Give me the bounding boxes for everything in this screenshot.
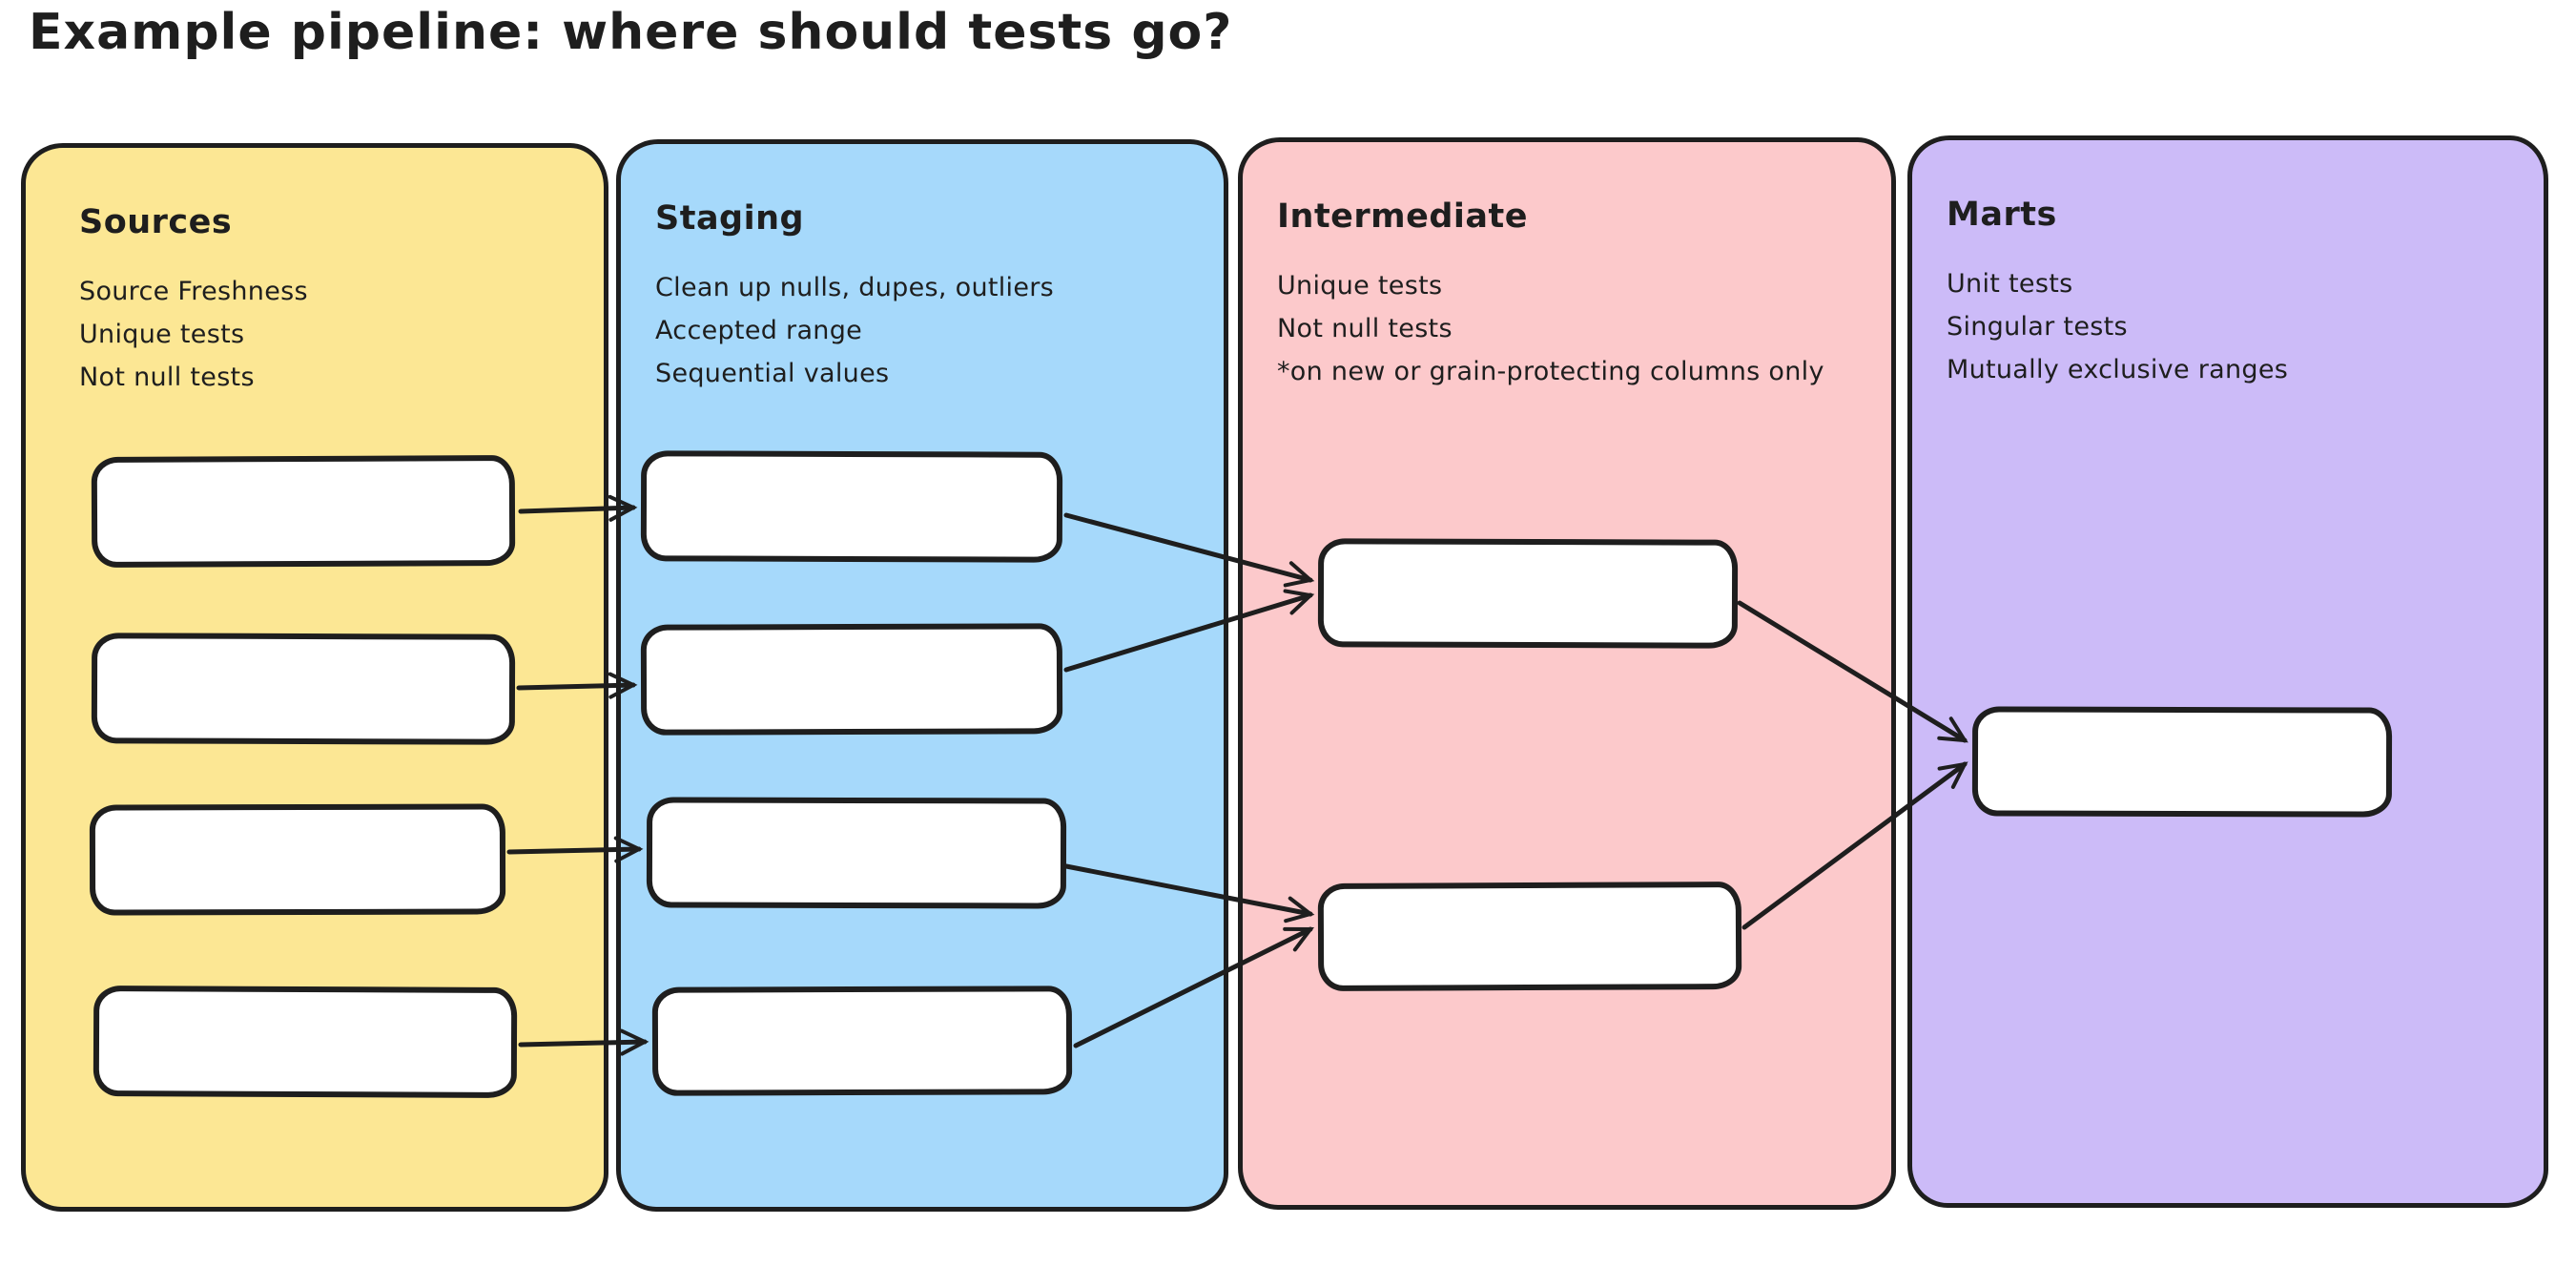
column-marts-notes: Unit tests Singular tests Mutually exclu… (1947, 262, 2528, 391)
note-line: Singular tests (1947, 312, 2128, 342)
column-sources-notes: Source Freshness Unique tests Not null t… (79, 270, 588, 399)
column-sources-title: Sources (79, 203, 233, 241)
source-node-4 (93, 986, 518, 1098)
staging-node-3 (646, 797, 1067, 909)
note-line: Accepted range (655, 316, 863, 345)
column-staging-notes: Clean up nulls, dupes, outliers Accepted… (655, 266, 1208, 395)
column-intermediate-title: Intermediate (1277, 197, 1529, 236)
note-line: Unit tests (1947, 269, 2073, 299)
marts-node-1 (1971, 706, 2393, 818)
note-line: Not null tests (79, 363, 255, 392)
note-line: Unique tests (1277, 271, 1443, 301)
staging-node-4 (651, 986, 1073, 1096)
column-staging-title: Staging (655, 199, 805, 238)
note-line: Mutually exclusive ranges (1947, 355, 2289, 384)
column-intermediate-notes: Unique tests Not null tests *on new or g… (1277, 264, 1876, 393)
source-node-2 (91, 633, 516, 745)
note-line: Sequential values (655, 359, 890, 388)
note-line: Unique tests (79, 320, 245, 349)
note-line: Clean up nulls, dupes, outliers (655, 273, 1055, 302)
staging-node-2 (640, 623, 1063, 736)
column-marts-title: Marts (1947, 196, 2057, 234)
note-line: Not null tests (1277, 314, 1453, 343)
source-node-1 (91, 455, 516, 568)
intermediate-node-2 (1317, 882, 1742, 991)
note-line: *on new or grain-protecting columns only (1277, 357, 1824, 386)
column-marts: Marts Unit tests Singular tests Mutually… (1907, 135, 2548, 1208)
column-intermediate: Intermediate Unique tests Not null tests… (1238, 137, 1896, 1210)
diagram-title: Example pipeline: where should tests go? (29, 4, 1233, 61)
source-node-3 (89, 803, 506, 916)
note-line: Source Freshness (79, 277, 308, 306)
staging-node-1 (640, 450, 1063, 563)
intermediate-node-1 (1317, 538, 1739, 649)
